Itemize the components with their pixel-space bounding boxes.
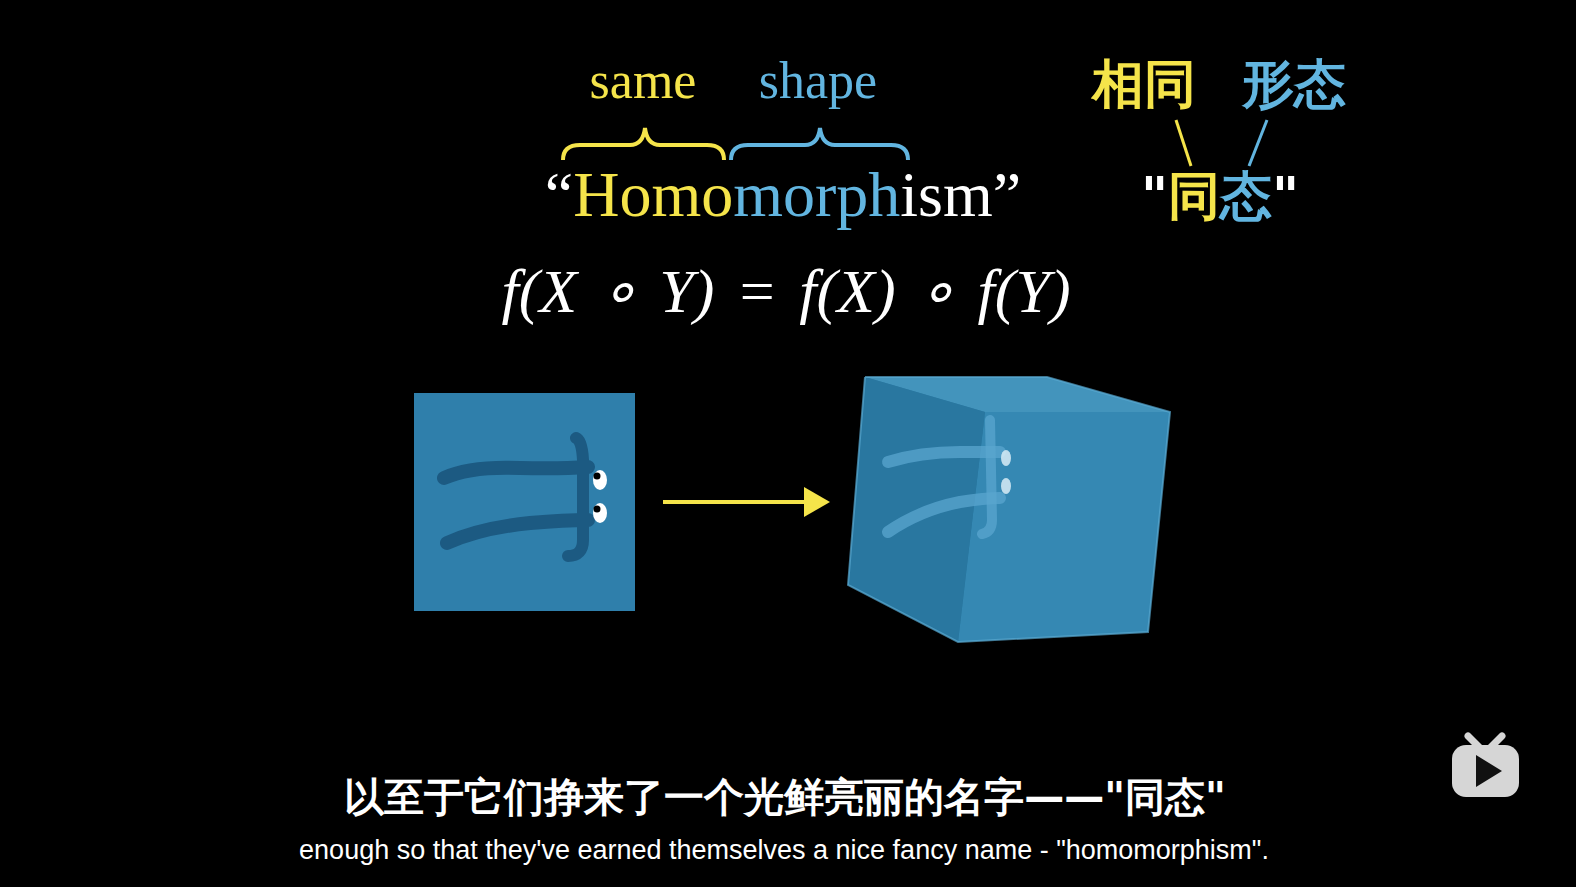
chinese-word: 相同 xyxy=(1092,50,1196,120)
subtitle-chinese: 以至于它们挣来了一个光鲜亮丽的名字——"同态" xyxy=(344,770,1226,825)
subtitle-english: enough so that they've earned themselves… xyxy=(299,835,1269,866)
blue-brace xyxy=(731,128,908,160)
word-label: shape xyxy=(759,51,877,110)
term-label: “Homomorphism” xyxy=(545,158,1021,232)
chinese-word: 形态 xyxy=(1242,50,1346,120)
arrow-head xyxy=(804,487,830,517)
cube xyxy=(848,377,1170,642)
leader-line xyxy=(1249,120,1267,166)
chinese-term: "同态" xyxy=(1141,162,1299,232)
pi-creature xyxy=(444,438,607,556)
formula: f(X ∘ Y) = f(X) ∘ f(Y) xyxy=(501,254,1070,327)
arrow-line xyxy=(663,500,808,504)
video-logo xyxy=(1452,736,1519,797)
yellow-brace xyxy=(563,128,724,160)
word-label: same xyxy=(590,51,697,110)
leader-line xyxy=(1176,120,1191,166)
square xyxy=(414,393,635,611)
